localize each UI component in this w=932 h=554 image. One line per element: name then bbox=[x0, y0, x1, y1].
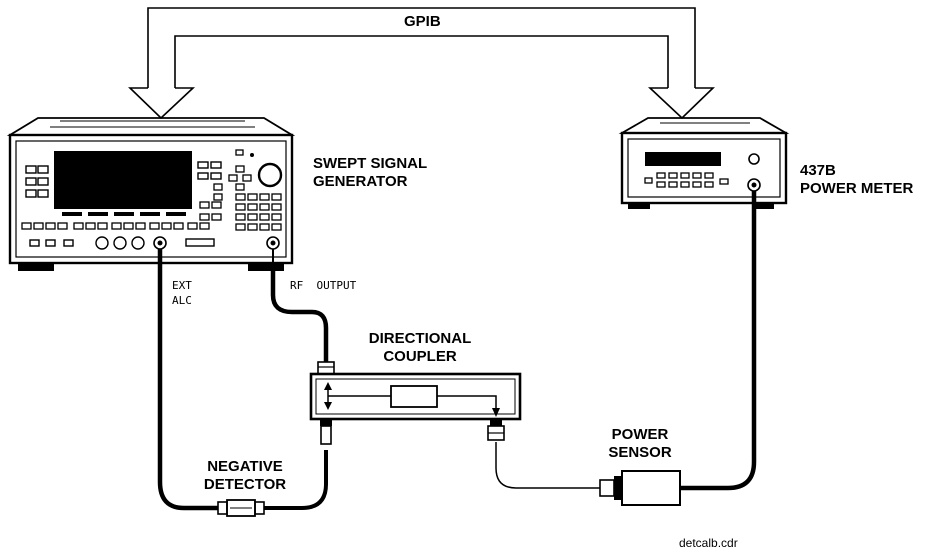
power-meter bbox=[618, 117, 790, 209]
generator-label: SWEPT SIGNAL GENERATOR bbox=[313, 155, 427, 191]
power-sensor-label-line2: SENSOR bbox=[608, 444, 672, 461]
filename-label: detcalb.cdr bbox=[679, 536, 738, 550]
ext-alc-label: EXT ALC bbox=[172, 278, 192, 308]
ext-alc-label-line1: EXT bbox=[172, 279, 192, 292]
negative-detector-label: NEGATIVE DETECTOR bbox=[180, 458, 310, 494]
rf-output-label: RF OUTPUT bbox=[290, 279, 357, 292]
meter-sensor-cable bbox=[680, 191, 757, 491]
ext-alc-cable bbox=[157, 249, 218, 511]
power-sensor-label-line1: POWER bbox=[611, 426, 669, 443]
generator-label-line1: SWEPT SIGNAL bbox=[313, 155, 428, 172]
rf-output-cable bbox=[270, 249, 329, 362]
directional-coupler-label-line1: DIRECTIONAL bbox=[368, 330, 472, 347]
directional-coupler bbox=[309, 361, 522, 445]
negative-detector bbox=[217, 499, 265, 517]
gpib-label: GPIB bbox=[404, 13, 441, 30]
detector-output-cable bbox=[264, 450, 328, 510]
negative-detector-label-line2: DETECTOR bbox=[203, 476, 287, 493]
power-sensor-label: POWER SENSOR bbox=[590, 426, 690, 462]
power-meter-label: 437B POWER METER bbox=[800, 162, 913, 198]
power-meter-label-line1: 437B bbox=[800, 162, 836, 179]
directional-coupler-label: DIRECTIONAL COUPLER bbox=[345, 330, 495, 366]
power-sensor bbox=[599, 470, 681, 506]
negative-detector-label-line1: NEGATIVE bbox=[207, 458, 283, 475]
power-meter-label-line2: POWER METER bbox=[800, 180, 914, 197]
generator-label-line2: GENERATOR bbox=[313, 173, 408, 190]
ext-alc-label-line2: ALC bbox=[172, 294, 192, 307]
sensor-cable bbox=[495, 442, 600, 489]
signal-generator bbox=[6, 117, 296, 271]
directional-coupler-label-line2: COUPLER bbox=[383, 348, 457, 365]
